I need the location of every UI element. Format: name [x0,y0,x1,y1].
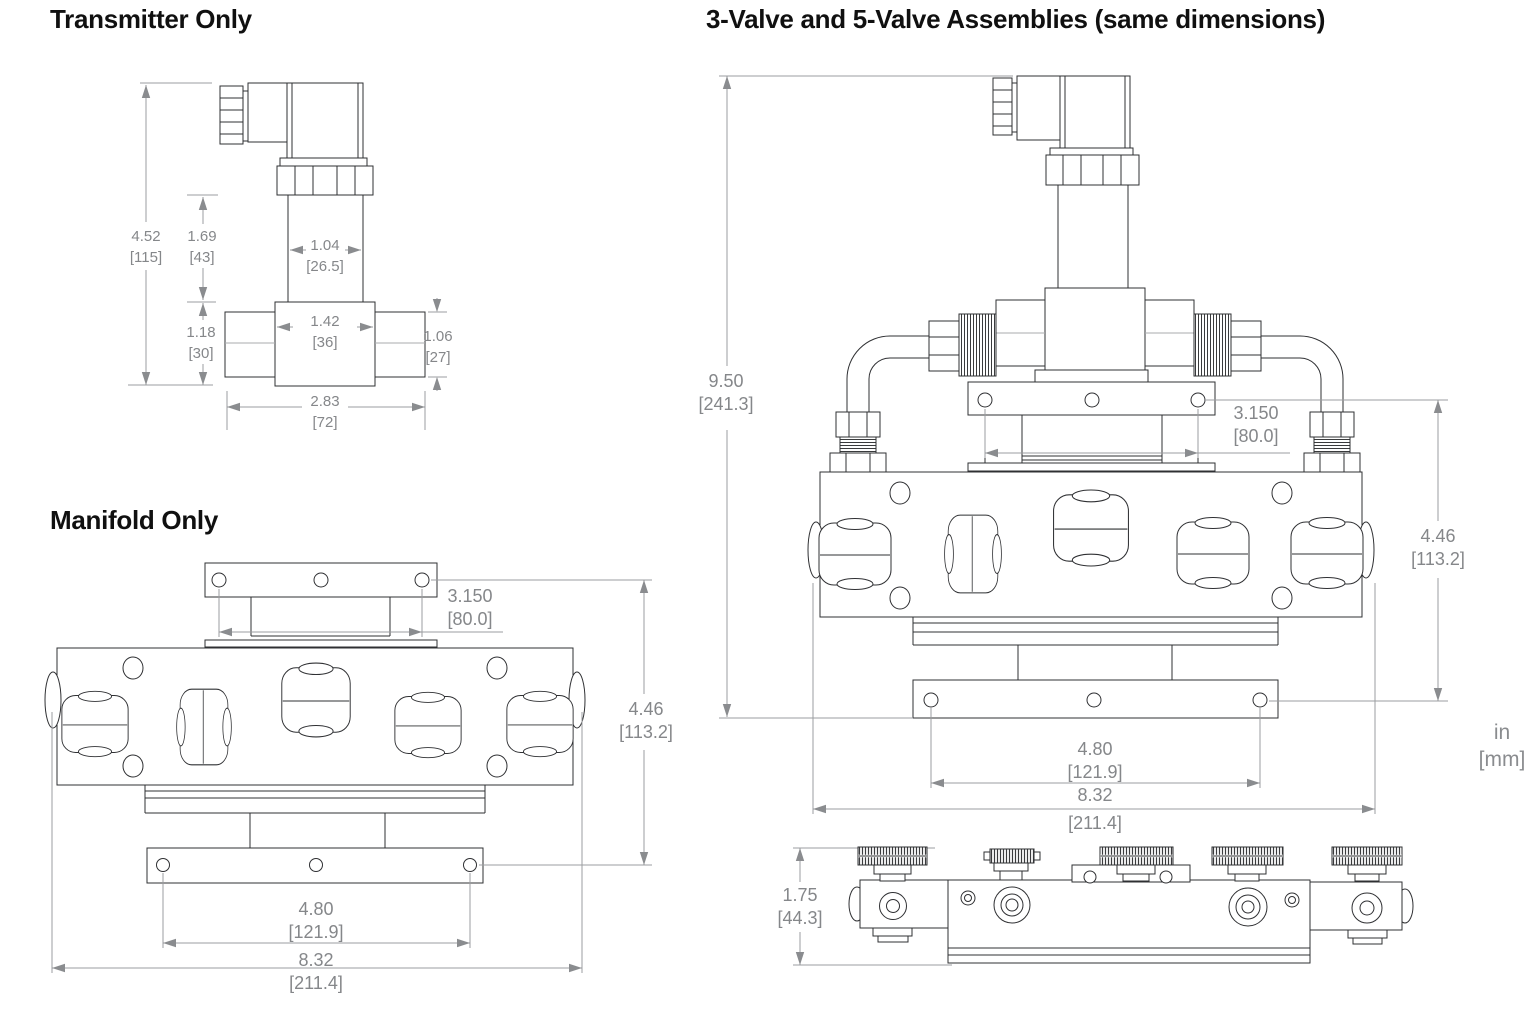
dim-manifold-overall-width: 8.32[211.4] [289,950,343,993]
dim-assembly-base-hole-spacing: 4.80[121.9] [1067,739,1123,782]
dim-transmitter-overall-width: 2.83[72] [310,393,340,431]
assembly-dimensions [719,75,1448,966]
dim-transmitter-block-height: 1.18[30] [186,324,216,362]
dim-transmitter-neck-width: 1.04[26.5] [306,237,344,275]
dim-transmitter-total-height: 4.52[115] [129,228,163,266]
knurled-handle [1211,846,1284,866]
manifold-dimensions [51,579,652,973]
dim-assembly-height: 4.46[113.2] [1411,526,1465,569]
manifold-drawing [44,562,586,884]
dim-manifold-mount-hole-spacing: 3.150[80.0] [447,586,493,629]
assembly-side-view [848,846,1414,964]
dim-assembly-total-height: 9.50[241.3] [698,371,754,414]
dim-manifold-base-hole-spacing: 4.80[121.9] [288,899,344,942]
dim-transmitter-port-height: 1.06[27] [423,328,453,366]
assembly-drawing [807,75,1375,719]
transmitter-drawing [219,82,426,387]
dim-assembly-mount-hole-spacing: 3.150[80.0] [1233,403,1279,446]
dim-transmitter-block-width: 1.42[36] [310,313,340,351]
knurled-handle [1099,846,1174,866]
title-manifold-only: Manifold Only [50,505,218,535]
title-assembly: 3-Valve and 5-Valve Assemblies (same dim… [706,4,1326,34]
dim-manifold-height: 4.46[113.2] [619,699,673,742]
knurled-handle [1331,846,1403,866]
knurled-handle [857,846,928,866]
dim-assembly-profile-height: 1.75[44.3] [777,885,823,928]
knurled-handle [983,848,1041,864]
dim-assembly-overall-width: 8.32[211.4] [1068,785,1122,833]
dim-transmitter-upper-height: 1.69[43] [187,228,217,266]
title-transmitter-only: Transmitter Only [50,4,252,34]
transmitter-dimensions [128,82,447,430]
units-legend: in[mm] [1478,721,1526,771]
